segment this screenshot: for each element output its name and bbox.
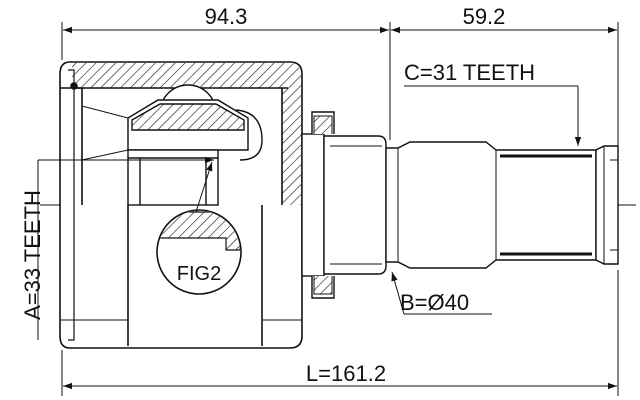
fig2-leader [195,161,213,213]
tripod-assembly [81,84,263,206]
fig2-detail [156,209,242,295]
spline-a-label: A=33 TEETH [20,190,45,320]
diameter-b-label: B=Ø40 [400,290,469,315]
neck-section [301,111,387,299]
dimension-59-2-label: 59.2 [463,4,506,29]
dimension-94-3 [61,22,391,140]
spline-c-callout [404,85,582,146]
dimension-94-3-label: 94.3 [205,4,248,29]
spline-a-callout [37,156,214,340]
diameter-b-callout [391,271,492,315]
dimension-length [61,270,619,396]
dimension-59-2 [391,22,619,155]
spline-c-label: C=31 TEETH [404,60,535,85]
dimension-length-label: L=161.2 [306,361,386,386]
output-shaft [385,141,619,269]
fig2-label: FIG2 [177,263,221,285]
